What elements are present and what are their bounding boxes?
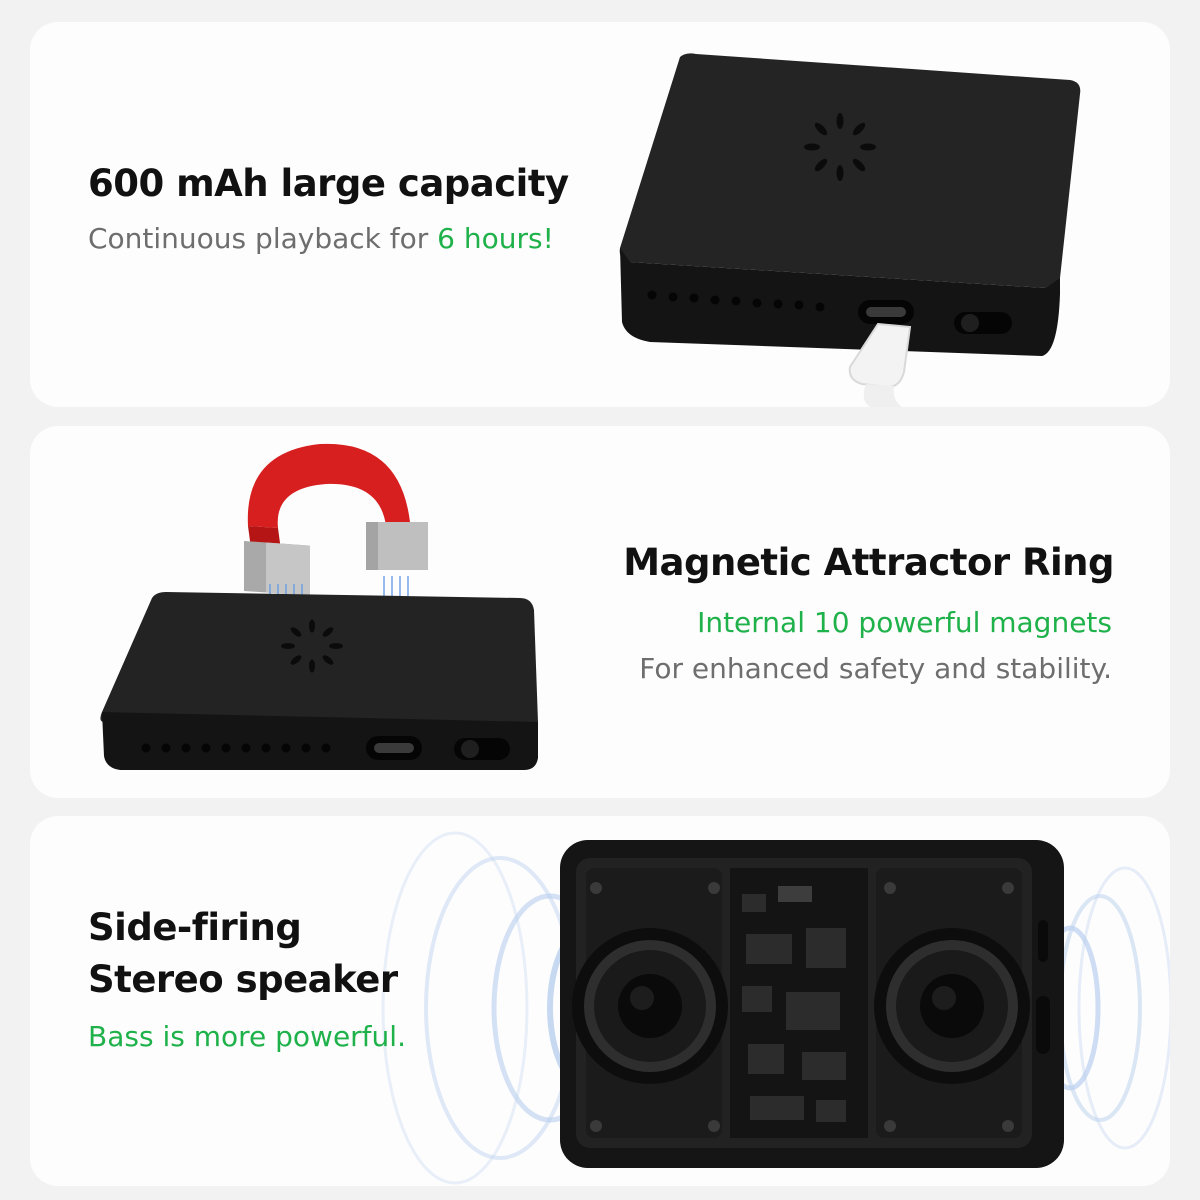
usb-c-port-icon (1036, 996, 1050, 1054)
battery-desc-suffix: ! (542, 222, 554, 255)
battery-description: Continuous playback for 6 hours! (88, 222, 554, 255)
side-vent-dots (647, 290, 825, 312)
right-driver-icon (874, 928, 1030, 1084)
vent-pattern-icon (281, 619, 343, 673)
magnet-count-line: Internal 10 powerful magnets (697, 606, 1112, 639)
speaker-description: Bass is more powerful. (88, 1020, 406, 1053)
battery-hours-highlight: 6 hours (437, 222, 543, 255)
speaker-title-line1: Side-firing (88, 906, 302, 949)
side-vent-dots (141, 743, 331, 753)
device-charging-illustration (619, 53, 1081, 407)
vent-pattern-icon (804, 113, 876, 181)
screw-icons (590, 882, 1014, 1132)
battery-desc-prefix: Continuous playback for (88, 222, 438, 255)
magnet-device-illustration (100, 443, 539, 770)
speaker-panel: Side-firing Stereo speaker Bass is more … (30, 816, 1170, 1186)
magnet-icon (244, 443, 428, 596)
magnet-panel: Magnetic Attractor Ring Internal 10 powe… (30, 426, 1170, 798)
power-switch-icon (1038, 920, 1048, 962)
magnet-title: Magnetic Attractor Ring (623, 541, 1114, 584)
speaker-internals-illustration (381, 831, 1170, 1185)
battery-panel: 600 mAh large capacity Continuous playba… (30, 22, 1170, 407)
battery-title: 600 mAh large capacity (88, 162, 569, 205)
left-driver-icon (572, 928, 728, 1084)
speaker-title-line2: Stereo speaker (88, 958, 398, 1001)
magnet-benefit-line: For enhanced safety and stability. (639, 652, 1112, 685)
